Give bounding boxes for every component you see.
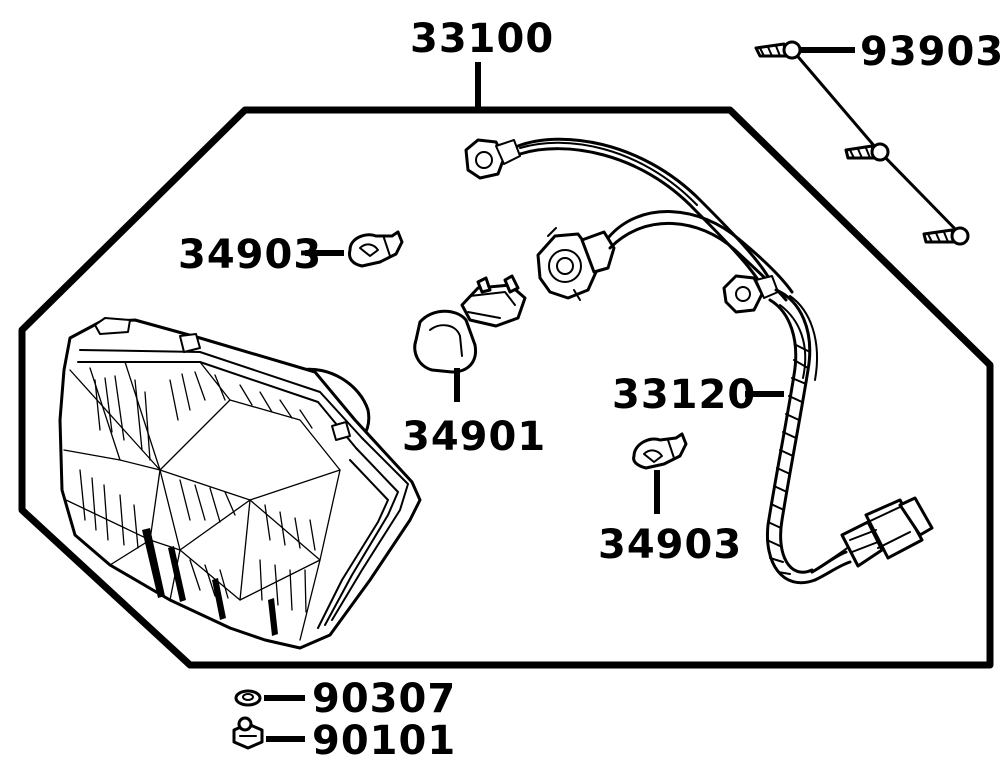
assembly-boundary bbox=[18, 106, 994, 669]
mounting-screws bbox=[754, 40, 970, 246]
label-93903: 93903 bbox=[860, 29, 1000, 75]
label-90101: 90101 bbox=[312, 718, 456, 764]
washer bbox=[234, 689, 262, 707]
label-34903-right: 34903 bbox=[598, 522, 742, 568]
position-bulb-left bbox=[348, 230, 404, 268]
bolt bbox=[232, 716, 264, 750]
wiring-harness bbox=[464, 137, 934, 585]
bulb-socket bbox=[536, 227, 616, 301]
position-bulb-right bbox=[632, 432, 688, 470]
headlight-housing bbox=[58, 317, 422, 650]
label-33120: 33120 bbox=[612, 372, 756, 418]
label-33100: 33100 bbox=[410, 16, 554, 62]
label-34901: 34901 bbox=[402, 414, 546, 460]
label-90307: 90307 bbox=[312, 676, 456, 722]
label-34903-left: 34903 bbox=[178, 232, 322, 278]
main-bulb bbox=[413, 274, 527, 374]
